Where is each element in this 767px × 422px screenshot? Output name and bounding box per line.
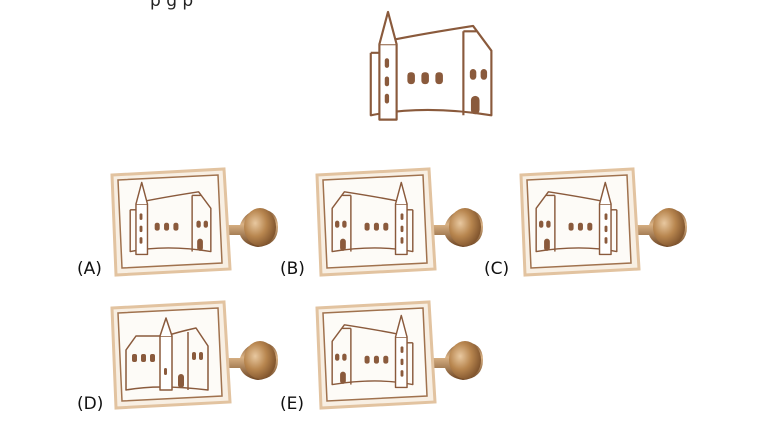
- option-c-stamp[interactable]: [517, 165, 697, 285]
- target-church-icon: [369, 10, 493, 121]
- option-e-label: (E): [280, 394, 305, 414]
- option-b-stamp[interactable]: [313, 165, 493, 285]
- question-text: p g p: [150, 0, 194, 11]
- stamp-church-tower-right-icon: [315, 300, 483, 410]
- stamp-church-tower-right-icon: [315, 167, 483, 277]
- option-e-stamp[interactable]: [313, 298, 493, 418]
- stamp-church-tower-right-icon: [519, 167, 687, 277]
- option-d-label: (D): [77, 394, 104, 414]
- option-b-label: (B): [280, 259, 305, 279]
- option-a-label: (A): [77, 259, 102, 279]
- option-c-label: (C): [484, 259, 510, 279]
- option-d-stamp[interactable]: [108, 298, 288, 418]
- stamp-church-tower-center-icon: [110, 300, 278, 410]
- option-a-stamp[interactable]: [108, 165, 288, 285]
- stamp-church-tower-left-icon: [110, 167, 278, 277]
